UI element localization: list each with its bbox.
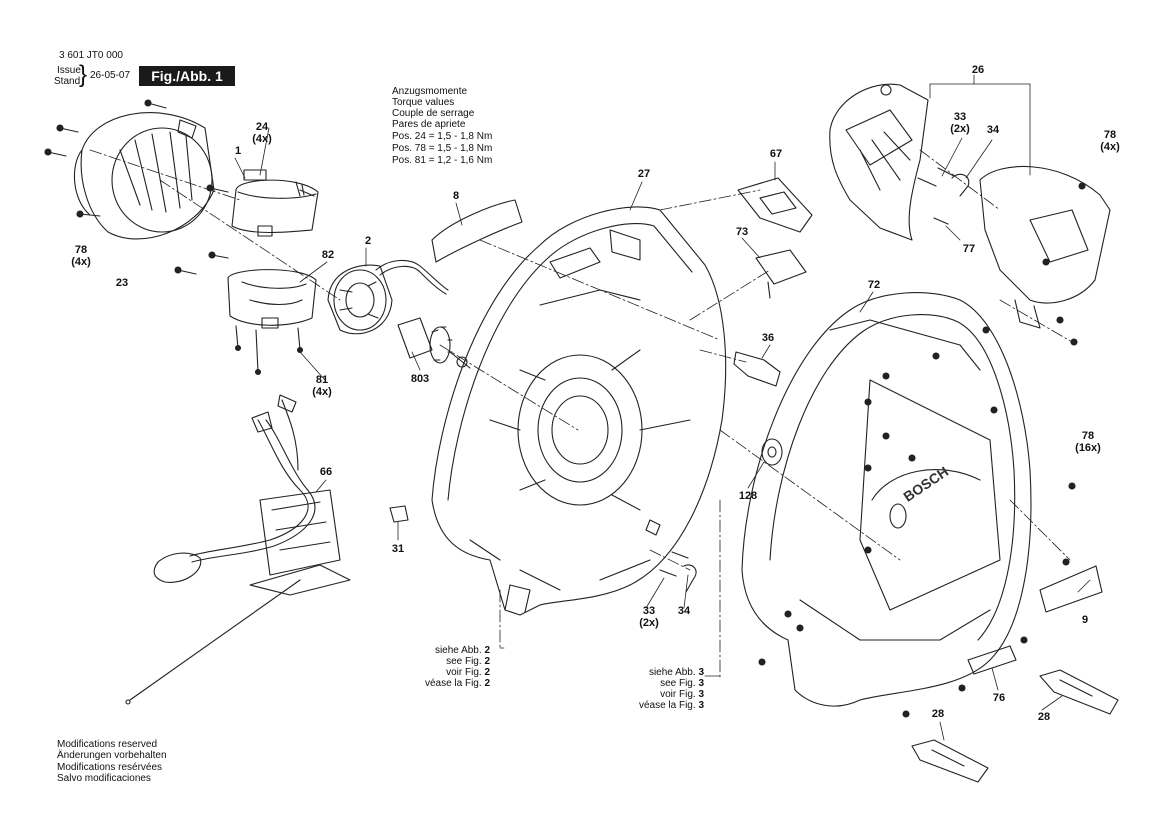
callout-82: 82	[321, 249, 335, 261]
callout-34-bottom: 34	[677, 605, 691, 617]
part-803-armature	[397, 317, 471, 369]
torque-line: Pos. 81 = 1,2 - 1,6 Nm	[392, 155, 493, 166]
torque-line: Torque values	[392, 97, 455, 108]
part-82-motor-holder	[227, 269, 317, 376]
callout-1: 1	[234, 145, 242, 157]
callout-33-top: 33(2x)	[950, 111, 970, 135]
see-figure-2-reference: siehe Abb. 2 see Fig. 2 voir Fig. 2 véas…	[425, 645, 490, 689]
part-67-button-cover	[737, 177, 813, 233]
ref-line: siehe Abb. 2	[434, 645, 490, 656]
callout-72: 72	[867, 279, 881, 291]
callout-36: 36	[761, 332, 775, 344]
callout-31: 31	[391, 543, 405, 555]
callout-67: 67	[769, 148, 783, 160]
callout-28-right: 28	[1037, 711, 1051, 723]
ref-line: voir Fig. 3	[660, 689, 704, 700]
callout-78-top-right: 78(4x)	[1100, 129, 1120, 153]
issue-date: 26-05-07	[90, 70, 131, 81]
torque-line: Pares de apriete	[392, 119, 466, 130]
ref-line: véase la Fig. 2	[424, 678, 490, 689]
part-1-bearing-holder	[231, 169, 319, 237]
part-36-latch	[733, 351, 781, 387]
torque-line: Anzugsmomente	[392, 86, 468, 97]
pins-33-34-lower	[659, 551, 697, 593]
callout-2: 2	[364, 235, 372, 247]
callout-81: 81(4x)	[312, 374, 332, 398]
callout-73: 73	[735, 226, 749, 238]
ref-line: see Fig. 3	[660, 678, 704, 689]
callout-24: 24(4x)	[252, 121, 272, 145]
screws-24	[174, 184, 315, 275]
screws-78-left	[44, 99, 167, 218]
ref-line: voir Fig. 2	[446, 667, 490, 678]
callout-27: 27	[637, 168, 651, 180]
torque-line: Pos. 24 = 1,5 - 1,8 Nm	[392, 131, 493, 142]
callout-128: 128	[738, 490, 758, 502]
callout-26: 26	[971, 64, 985, 76]
callout-66: 66	[319, 466, 333, 478]
callout-34-top: 34	[986, 124, 1000, 136]
part-66-wiring-harness	[125, 394, 351, 705]
part-31-clip	[389, 505, 409, 523]
callout-803: 803	[410, 373, 430, 385]
callout-9: 9	[1081, 614, 1089, 626]
callout-8: 8	[452, 190, 460, 202]
part-26-top-cover-left	[829, 83, 929, 241]
callout-76: 76	[992, 692, 1006, 704]
part-28-feet	[911, 669, 1119, 783]
part-73-switch	[755, 249, 807, 299]
ref-line: siehe Abb. 3	[648, 667, 704, 678]
part-27-base-housing	[431, 206, 727, 616]
part-9-strip	[1039, 565, 1103, 613]
figure-label: Fig./Abb. 1	[139, 66, 235, 86]
callout-78-housing: 78(16x)	[1075, 430, 1101, 454]
footer-line: Salvo modificaciones	[57, 773, 151, 784]
pins-33-34-top	[917, 167, 970, 225]
part-number: 3 601 JT0 000	[59, 50, 123, 61]
ref-line: see Fig. 2	[446, 656, 490, 667]
torque-line: Pos. 78 = 1,5 - 1,8 Nm	[392, 143, 493, 154]
part-72-front-housing	[741, 292, 1032, 707]
footer-line: Modifications reserved	[57, 739, 158, 750]
callout-77: 77	[962, 243, 976, 255]
stand-label: Stand	[54, 76, 81, 87]
footer-line: Modifications resérvées	[57, 762, 163, 773]
callout-78-left: 78(4x)	[71, 244, 91, 268]
part-2-stator	[327, 259, 449, 335]
issue-label: Issue	[57, 65, 81, 76]
part-76-strip	[967, 645, 1017, 675]
part-26-top-cover-right	[979, 165, 1111, 329]
ref-line: véase la Fig. 3	[638, 700, 704, 711]
torque-line: Couple de serrage	[392, 108, 475, 119]
part-23-motor-cap	[73, 112, 215, 240]
callout-23: 23	[115, 277, 129, 289]
part-8-strip	[431, 199, 523, 263]
see-figure-3-reference: siehe Abb. 3 see Fig. 3 voir Fig. 3 véas…	[639, 667, 704, 711]
callout-33-bottom: 33(2x)	[639, 605, 659, 629]
footer-line: Änderungen vorbehalten	[57, 750, 167, 761]
brace-icon: }	[79, 61, 88, 88]
callout-28-left: 28	[931, 708, 945, 720]
screws-78-housing	[758, 182, 1086, 718]
